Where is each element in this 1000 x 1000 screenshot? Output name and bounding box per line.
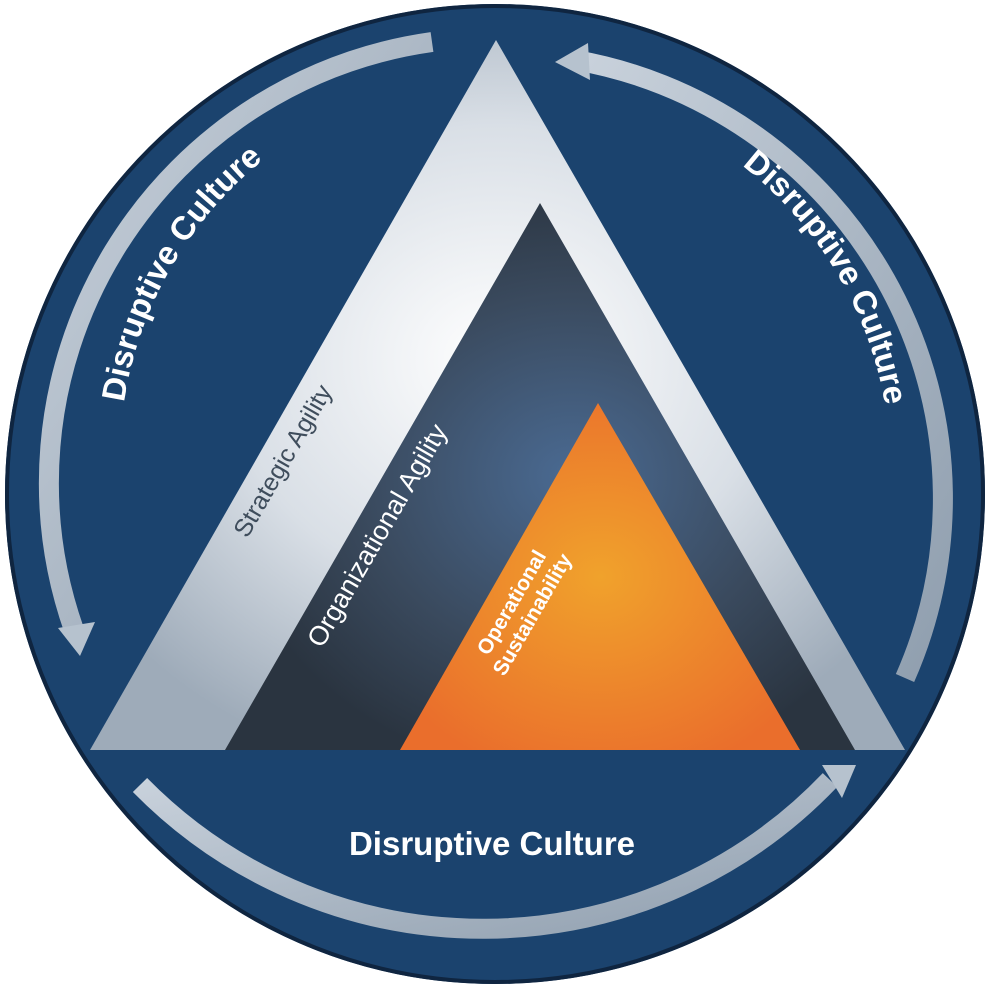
- disruptive-culture-label-bottom: Disruptive Culture: [349, 825, 635, 862]
- left-arc-arrow-shaft: [38, 32, 434, 634]
- operational-sustainability-triangle: [400, 403, 800, 750]
- right-arc-arrow-shaft: [573, 50, 953, 683]
- bottom-arc-arrow-shaft: [132, 773, 838, 939]
- bottom-arrow-head: [822, 765, 856, 798]
- right-arrow-head: [555, 43, 590, 80]
- outer-circle-border: [5, 4, 985, 984]
- left-arrow-head: [58, 622, 95, 656]
- cycle-arrows: [38, 32, 953, 939]
